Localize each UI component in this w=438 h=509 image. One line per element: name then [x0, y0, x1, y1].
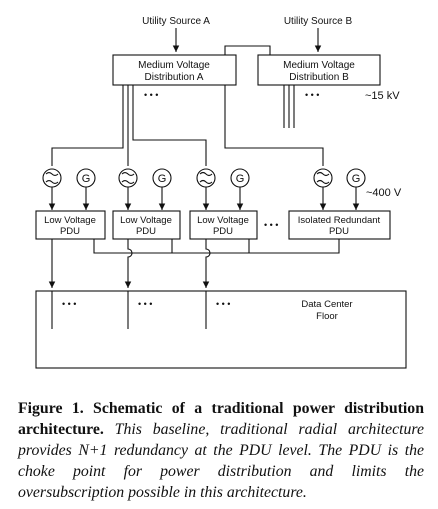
transformer-icon [313, 168, 333, 188]
floor-line2: Floor [316, 311, 338, 322]
mv-b-line2: Distribution B [289, 72, 349, 83]
mv-b-ellipsis: • • • [305, 90, 319, 100]
mv-distribution-b: Medium Voltage Distribution B [257, 54, 381, 86]
mv-tie-line [224, 45, 271, 55]
voltage-lv-label: ~400 V [366, 187, 402, 199]
mv-a-line1: Medium Voltage [138, 60, 210, 71]
caption-italic: This baseline, traditional radial archit… [18, 421, 424, 501]
tx-gen-group-1: G [42, 168, 96, 210]
power-distribution-schematic: Utility Source A Utility Source B Medium… [35, 16, 407, 369]
pdu-3: Low Voltage PDU [189, 210, 258, 240]
voltage-mv-label: ~15 kV [365, 90, 400, 102]
transformer-icon [118, 168, 138, 188]
pdu-2-line1: Low Voltage [120, 215, 172, 226]
transformer-icon [42, 168, 62, 188]
tx-gen-group-4: G [313, 168, 366, 210]
pdu-4-line2: PDU [329, 226, 349, 237]
mv-b-feeders [283, 85, 295, 128]
mv-distribution-a: Medium Voltage Distribution A [112, 54, 237, 86]
data-center-floor: Data Center Floor • • • • • • • • • [35, 290, 407, 369]
pdu-1-line2: PDU [60, 226, 80, 237]
pdu-3-line2: PDU [213, 226, 233, 237]
pdu-ellipsis: • • • [264, 220, 278, 230]
mv-a-feeders [51, 85, 324, 166]
utility-source-a-label: Utility Source A [142, 16, 210, 27]
pdu-4-line1: Isolated Redundant [298, 215, 381, 226]
pdu-1: Low Voltage PDU [35, 210, 106, 240]
transformer-icon [196, 168, 216, 188]
pdu-isolated-redundant: Isolated Redundant PDU [288, 210, 391, 240]
generator-symbol: G [352, 173, 361, 185]
floor-ellipsis-3: • • • [216, 299, 230, 309]
pdu-outputs [48, 239, 211, 288]
floor-ellipsis-1: • • • [62, 299, 76, 309]
mv-a-line2: Distribution A [145, 72, 204, 83]
generator-symbol: G [158, 173, 167, 185]
figure-caption: Figure 1. Schematic of a traditional pow… [18, 398, 424, 503]
mv-a-ellipsis: • • • [144, 90, 158, 100]
caption-bold: Figure 1. Schematic of a traditional pow… [18, 400, 424, 438]
floor-ellipsis-2: • • • [138, 299, 152, 309]
floor-line1: Data Center [301, 299, 352, 310]
pdu-3-line1: Low Voltage [197, 215, 249, 226]
generator-symbol: G [82, 173, 91, 185]
pdu-2: Low Voltage PDU [112, 210, 181, 240]
tx-gen-group-2: G [118, 168, 172, 210]
tx-gen-group-3: G [196, 168, 250, 210]
mv-b-line1: Medium Voltage [283, 60, 355, 71]
utility-source-b-label: Utility Source B [284, 16, 353, 27]
redundant-pdu-bus [93, 239, 340, 254]
generator-symbol: G [236, 173, 245, 185]
pdu-2-line2: PDU [136, 226, 156, 237]
pdu-1-line1: Low Voltage [44, 215, 96, 226]
